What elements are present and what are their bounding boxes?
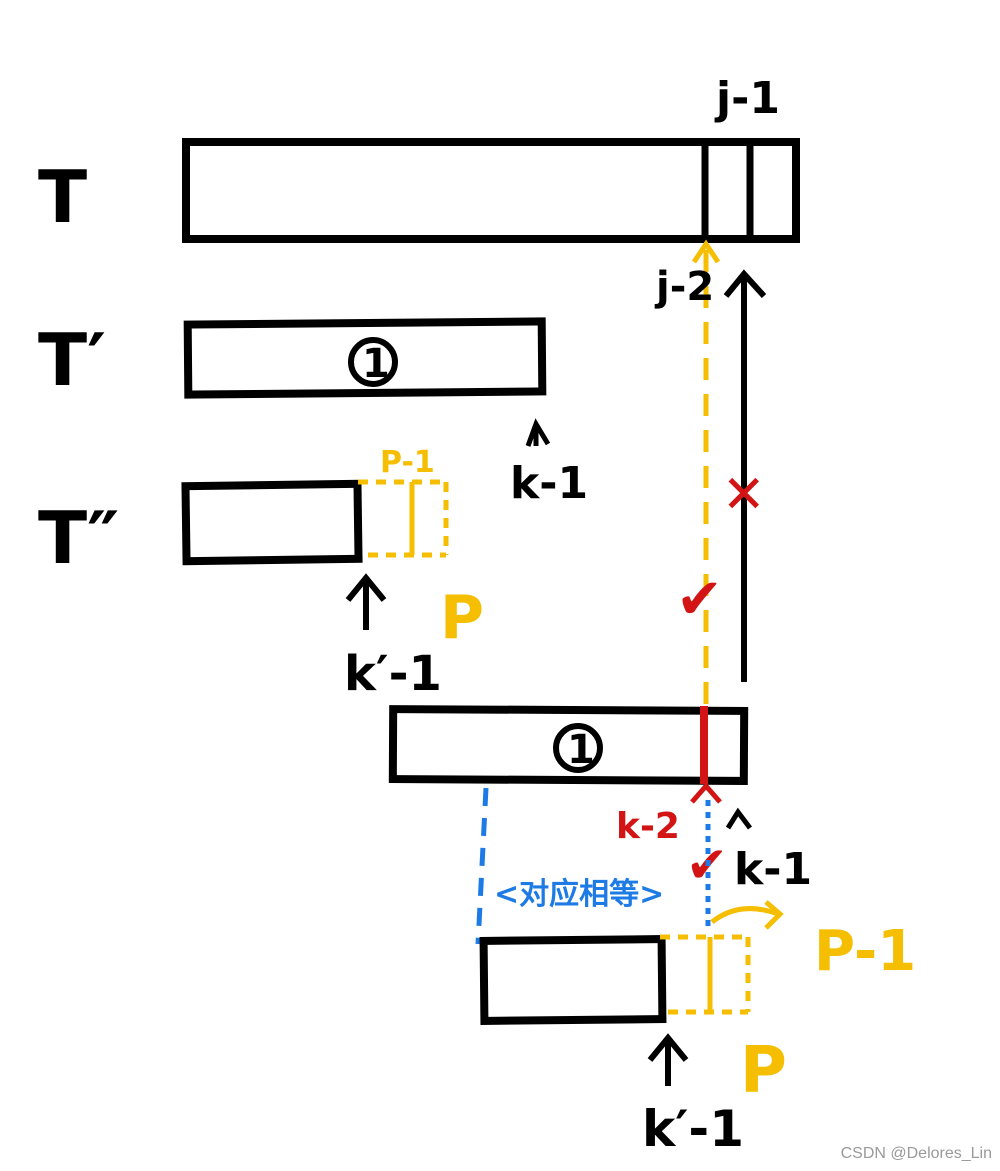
circle-one-marker-lower (553, 723, 603, 773)
label-p-minus-1-lower: P-1 (814, 919, 916, 984)
label-t-double-prime: T″ (38, 496, 119, 580)
circle-one-text: 1 (362, 341, 390, 387)
string-lower-small-box (479, 935, 667, 1025)
yellow-curve-arrowhead (764, 900, 784, 930)
circle-one-text-lower: 1 (567, 727, 595, 773)
circle-one-marker (348, 337, 398, 387)
arrow-head-k-prime-lower (647, 1033, 689, 1062)
yellow-compare-arrowhead (691, 239, 721, 264)
label-j-minus-2: j-2 (654, 264, 714, 310)
equal-note: <对应相等> (494, 877, 664, 912)
blue-guide-left (475, 787, 489, 945)
label-k-minus-2: k-2 (616, 806, 680, 847)
label-k-minus-1-lower: k-1 (734, 844, 812, 895)
watermark: CSDN @Delores_Lin (840, 1145, 992, 1162)
string-lower-box (388, 705, 749, 785)
label-t: T (38, 155, 87, 239)
label-p-lower: P (740, 1034, 787, 1108)
label-j-minus-1: j-1 (714, 73, 780, 124)
string-t (182, 138, 800, 243)
label-k-prime-minus-1-top: k′-1 (344, 646, 442, 702)
label-p-minus-1-top: P-1 (380, 445, 435, 480)
black-compare-arrowhead (723, 269, 767, 299)
string-lower: 1 (388, 705, 749, 785)
cross-mark: ✕ (722, 465, 766, 525)
string-t-prime: 1 (183, 317, 547, 399)
string-lower-small (479, 900, 784, 1025)
string-t-double-prime-box (181, 479, 363, 566)
yellow-curve-arrow (710, 906, 779, 925)
red-arrow-k-minus-2 (690, 782, 722, 804)
check-mark-upper: ✔ (676, 567, 723, 632)
string-t-prime-box (183, 317, 547, 399)
label-p-top: P (440, 583, 484, 653)
string-t-box (182, 138, 800, 243)
label-k-minus-1-top: k-1 (510, 458, 588, 509)
label-t-prime: T′ (38, 318, 106, 402)
arrow-head-k-prime-top (345, 573, 387, 602)
label-k-prime-minus-1-lower: k′-1 (642, 1100, 744, 1158)
arrow-up-k-minus-1-lower (725, 807, 752, 830)
string-t-double-prime (181, 479, 449, 566)
